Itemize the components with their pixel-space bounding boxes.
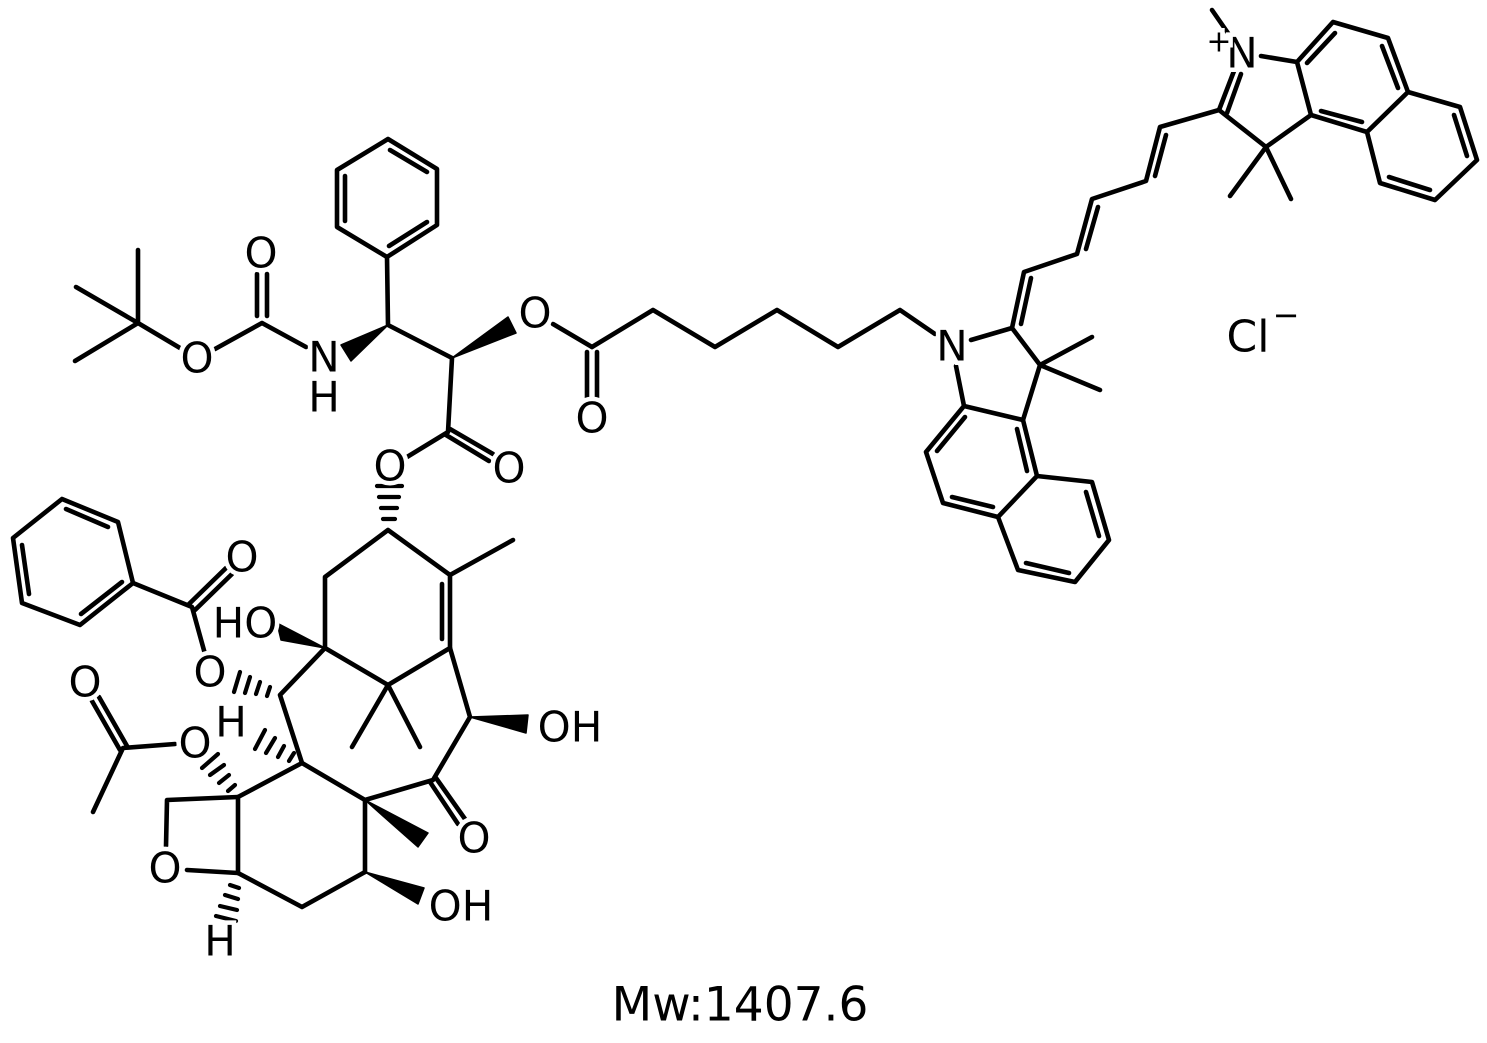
benzoate-carbonyl-double-bond — [186, 565, 235, 613]
c5-h-hashed-wedge — [213, 882, 242, 924]
atom-label-indoline-nitrogen: N — [936, 322, 967, 371]
atom-label-c13-ester-oxygen: O — [373, 442, 406, 491]
cyanine-left-indoline — [923, 325, 1112, 585]
atom-label-oxetane-oxygen: O — [148, 844, 181, 893]
taxane-core — [199, 527, 529, 924]
iminium-double-bond — [1216, 68, 1244, 116]
nh-bold-wedge — [340, 324, 389, 362]
atom-label-acetate-carbonyl-oxygen: O — [68, 658, 101, 707]
c1-oh-bold-wedge — [276, 622, 326, 649]
cyanine-right-indolium — [1209, 7, 1480, 203]
polymethine-bridge — [1009, 107, 1222, 331]
c8-methyl-bold-wedge — [364, 799, 429, 848]
o2prime-bold-wedge — [451, 316, 517, 359]
oxetane-ring — [163, 794, 241, 876]
c2-obz-hashed-wedge — [231, 669, 273, 699]
c4-oac-hashed-wedge — [199, 751, 238, 794]
n-methyl-bond — [1209, 7, 1233, 39]
boc-carbonyl-double-bond — [254, 271, 270, 319]
c7-oh-bold-wedge — [364, 871, 425, 905]
atom-label-chloride-ion: Cl — [1227, 312, 1270, 363]
atom-label-linker-ester-oxygen: O — [518, 289, 551, 338]
atom-label-c7-hydroxyl: OH — [429, 882, 494, 931]
atom-label-c5-hydrogen: H — [204, 917, 236, 966]
atom-label-indolium-nitrogen: N — [1226, 29, 1257, 78]
acetate-carbonyl-double-bond — [89, 694, 130, 753]
left-gem-dimethyl — [1037, 334, 1103, 393]
atom-label-c9-ketone-oxygen: O — [457, 814, 490, 863]
atom-label-chloride-minus-charge: − — [1273, 296, 1300, 334]
atom-label-indolium-plus-charge: + — [1206, 25, 1231, 60]
atom-label-boc-carbonyl-oxygen: O — [244, 229, 277, 278]
atom-label-acetate-ester-oxygen: O — [178, 719, 211, 768]
atom-label-benzoate-carbonyl-oxygen: O — [225, 533, 258, 582]
linker-chain — [550, 307, 938, 402]
atom-label-benzoate-ester-oxygen: O — [193, 648, 226, 697]
benzoate-phenyl — [10, 496, 136, 628]
c3-h-hashed-wedge — [252, 727, 297, 764]
acetate-group — [89, 694, 178, 815]
c9-ketone-double-bond — [427, 775, 468, 827]
right-gem-dimethyl — [1227, 144, 1294, 202]
c13-hashed-wedge — [374, 483, 405, 522]
benzoate-group — [10, 496, 235, 657]
atom-label-c13-ester-carbonyl-oxygen: O — [492, 444, 525, 493]
c15-gem-dimethyl — [349, 682, 423, 750]
atom-label-carbamate-nh-hydrogen: H — [308, 373, 340, 422]
atom-label-c1-hydroxyl: HO — [213, 599, 278, 648]
boc-group — [72, 247, 309, 364]
mw-label: Mw:1407.6 — [612, 978, 869, 1033]
c10-oh-bold-wedge — [469, 714, 529, 734]
linker-carbonyl-double-bond — [584, 349, 600, 402]
c13-ester-carbonyl-double-bond — [443, 426, 496, 464]
side-chain — [334, 136, 517, 522]
atom-label-carbamate-nitrogen: N — [308, 333, 339, 382]
atom-label-boc-ester-oxygen: O — [180, 334, 213, 383]
atom-label-c3-hydrogen: H — [215, 698, 247, 747]
atom-label-linker-carbonyl-oxygen: O — [575, 394, 608, 443]
c12-methyl — [447, 537, 516, 578]
atom-label-c10-hydroxyl: OH — [538, 703, 603, 752]
